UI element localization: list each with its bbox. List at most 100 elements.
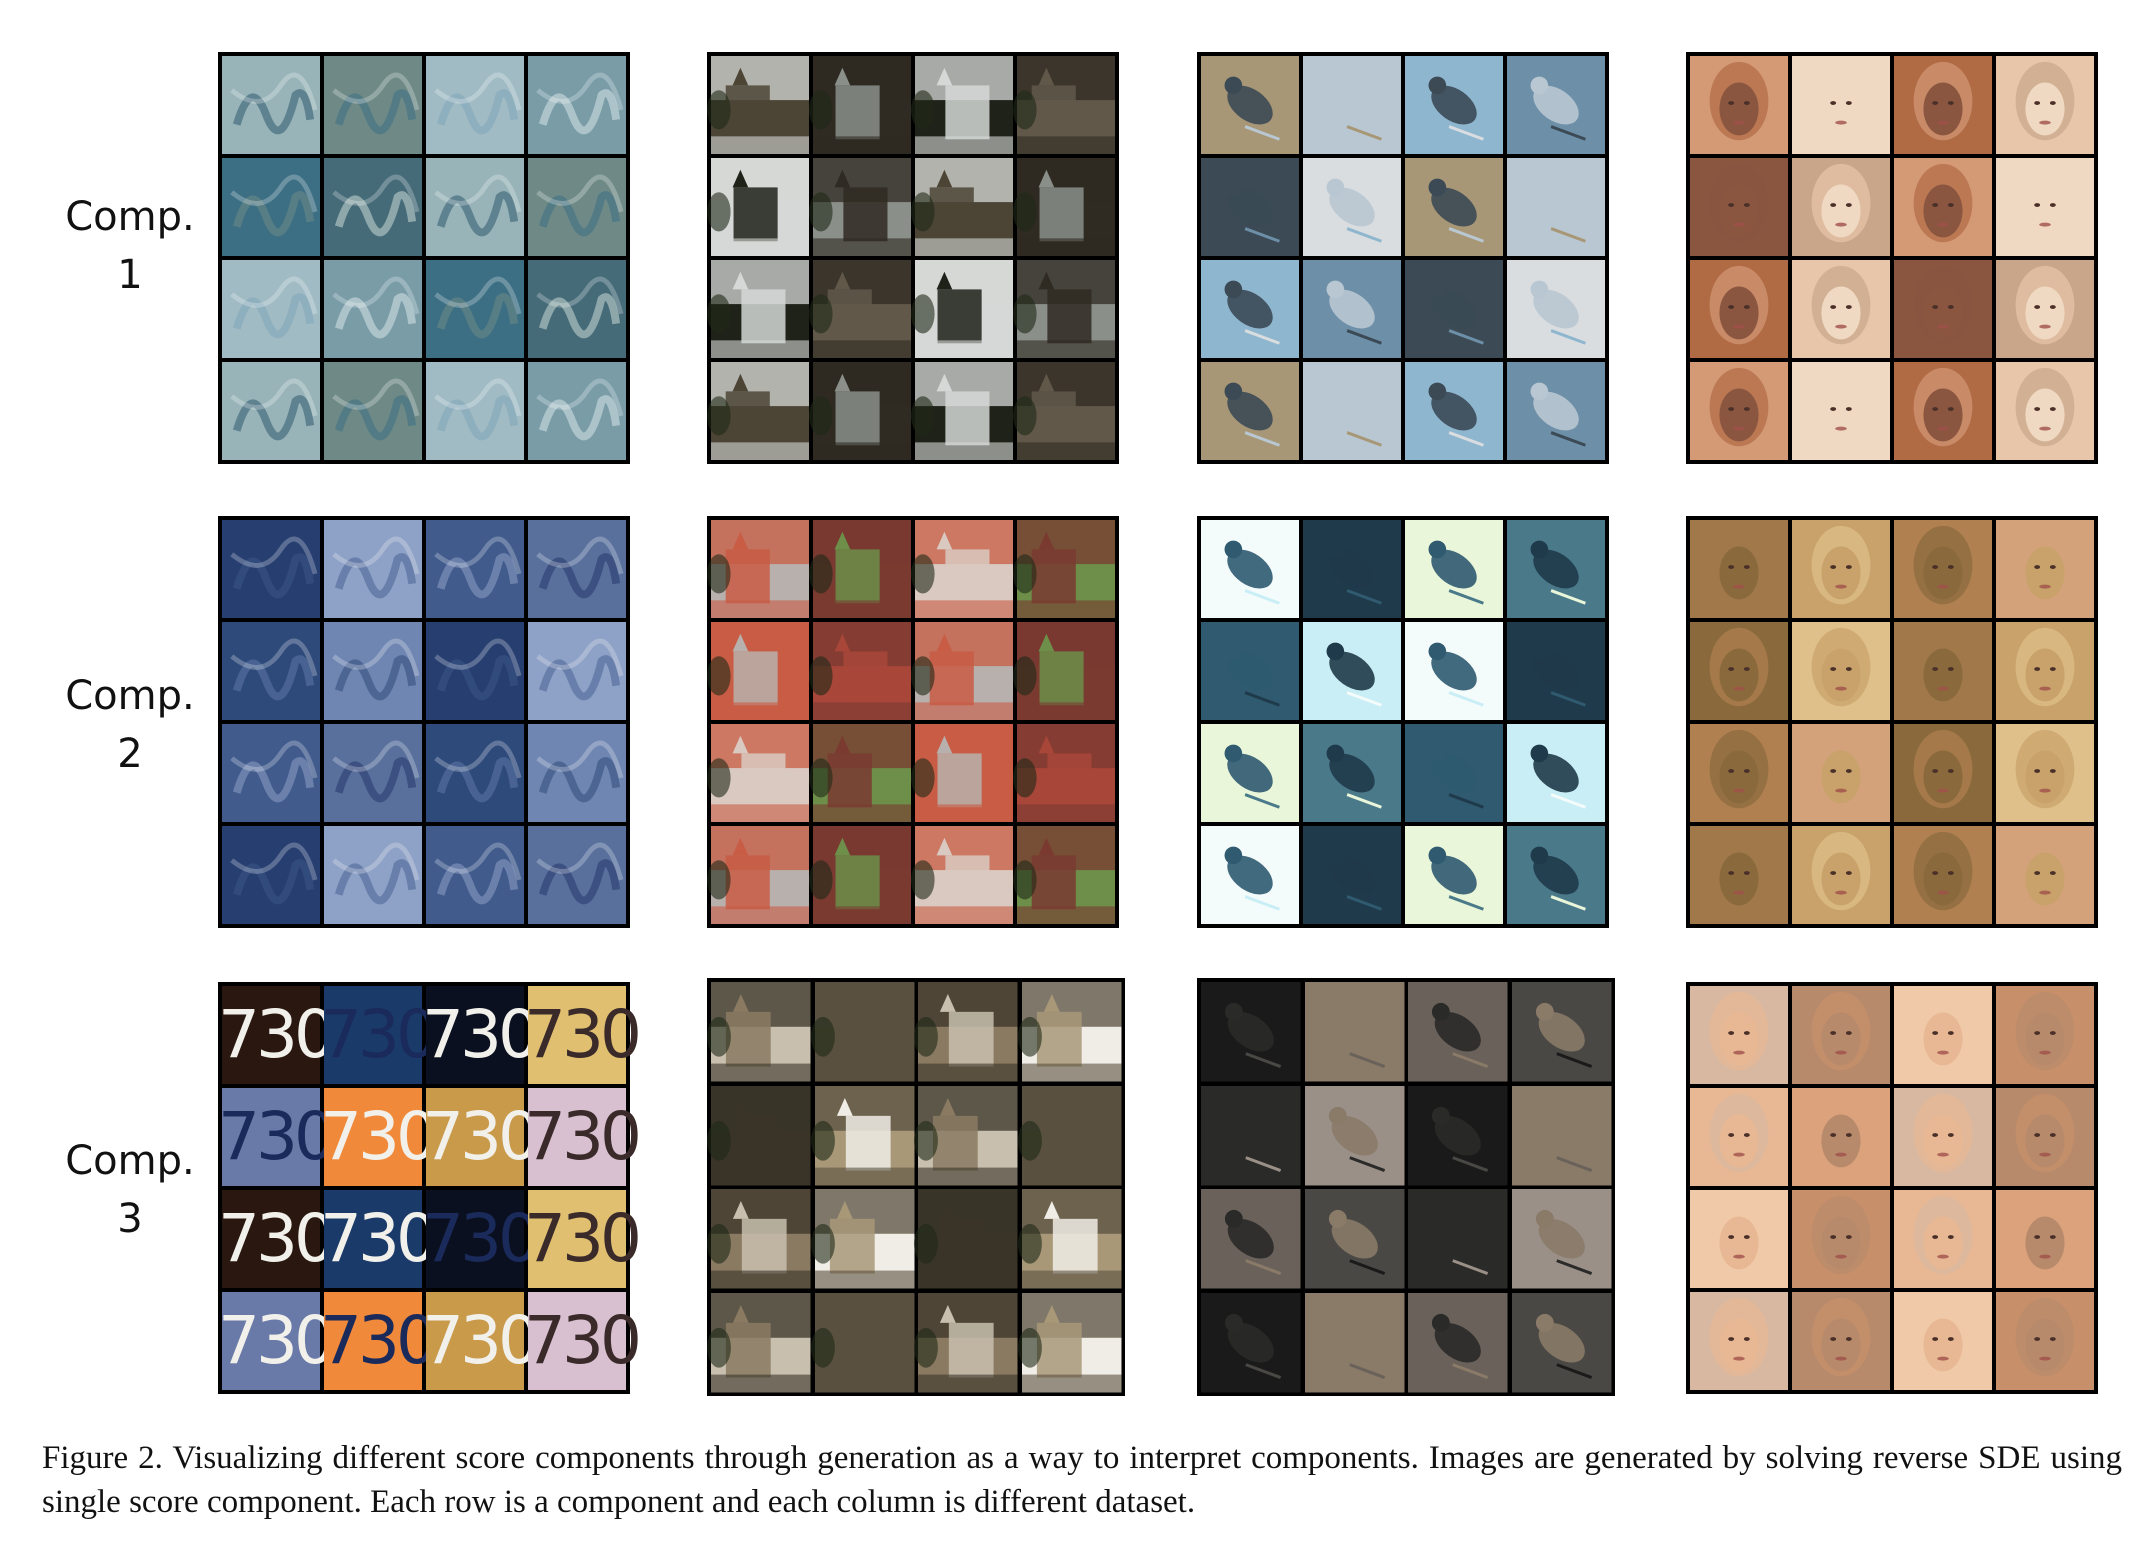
sample-tile	[1792, 986, 1890, 1084]
sample-tile	[1690, 362, 1788, 460]
sample-image	[1792, 56, 1890, 154]
sample-image	[426, 260, 524, 358]
sample-image	[1690, 1292, 1788, 1390]
sample-image	[1408, 1085, 1508, 1185]
sample-image	[1996, 158, 2094, 256]
sample-tile	[911, 56, 1013, 154]
sample-image	[1405, 622, 1503, 720]
sample-image	[1405, 826, 1503, 924]
sample-tile	[1690, 826, 1788, 924]
sample-tile	[1303, 826, 1401, 924]
sample-image	[426, 520, 524, 618]
sample-image	[1792, 260, 1890, 358]
sample-tile	[810, 1085, 914, 1185]
sample-grid-comp3-faces	[1686, 982, 2098, 1394]
digit-text: 730	[422, 1302, 540, 1379]
sample-tile	[222, 260, 320, 358]
sample-image	[1304, 982, 1404, 1082]
sample-tile	[1013, 826, 1115, 924]
sample-tile	[1304, 1292, 1404, 1392]
digit-text: 730	[524, 996, 642, 1073]
sample-tile	[1894, 56, 1992, 154]
sample-tile	[1792, 362, 1890, 460]
sample-tile	[1201, 1085, 1301, 1185]
sample-image	[809, 622, 911, 720]
sample-tile: 730	[422, 1088, 540, 1186]
sample-tile: 730	[320, 1088, 438, 1186]
sample-tile	[528, 362, 626, 460]
sample-tile	[707, 982, 811, 1082]
sample-tile	[1017, 1189, 1121, 1289]
sample-image	[1894, 724, 1992, 822]
sample-image	[1201, 362, 1299, 460]
sample-image	[1507, 622, 1605, 720]
sample-tile: 730	[320, 1190, 438, 1288]
sample-tile	[1690, 622, 1788, 720]
sample-image	[809, 56, 911, 154]
sample-tile	[1201, 622, 1299, 720]
sample-image	[1013, 520, 1115, 618]
sample-tile	[911, 622, 1013, 720]
sample-grid-comp1-svhn	[218, 52, 630, 464]
sample-image	[1017, 1085, 1121, 1185]
row-label-comp-1-line1: Comp.	[65, 194, 195, 240]
sample-grid-comp2-birds	[1197, 516, 1609, 928]
sample-image	[1894, 362, 1992, 460]
sample-image	[1507, 520, 1605, 618]
sample-image	[1792, 986, 1890, 1084]
sample-image	[1303, 362, 1401, 460]
sample-tile	[324, 362, 422, 460]
sample-image	[1894, 622, 1992, 720]
sample-image	[1408, 1189, 1508, 1289]
sample-image	[222, 826, 320, 924]
sample-image	[707, 1292, 811, 1392]
sample-tile	[1792, 260, 1890, 358]
sample-tile	[810, 982, 914, 1082]
sample-image	[1511, 1292, 1611, 1392]
sample-image	[707, 158, 809, 256]
sample-tile	[1013, 260, 1115, 358]
sample-image	[1792, 520, 1890, 618]
sample-image	[1303, 724, 1401, 822]
sample-tile	[1304, 1085, 1404, 1185]
sample-tile	[809, 56, 911, 154]
sample-tile	[1996, 986, 2094, 1084]
sample-tile	[1013, 158, 1115, 256]
sample-image	[1996, 1292, 2094, 1390]
sample-tile	[1996, 724, 2094, 822]
sample-image	[911, 56, 1013, 154]
sample-image	[1201, 56, 1299, 154]
sample-image	[1013, 158, 1115, 256]
sample-tile	[1690, 56, 1788, 154]
digit-text: 730	[422, 1098, 540, 1175]
sample-image	[1303, 260, 1401, 358]
sample-image	[809, 260, 911, 358]
sample-image	[426, 56, 524, 154]
sample-image	[810, 1189, 914, 1289]
sample-grid-comp3-birds	[1197, 978, 1615, 1396]
sample-tile	[1894, 826, 1992, 924]
sample-tile	[1690, 986, 1788, 1084]
sample-image	[222, 260, 320, 358]
sample-image	[707, 622, 809, 720]
sample-tile	[809, 158, 911, 256]
sample-tile	[1201, 826, 1299, 924]
sample-tile	[426, 260, 524, 358]
sample-image	[1690, 1088, 1788, 1186]
sample-tile	[1792, 1088, 1890, 1186]
sample-image	[528, 362, 626, 460]
sample-image	[1405, 56, 1503, 154]
sample-image	[1201, 1085, 1301, 1185]
sample-image	[324, 260, 422, 358]
sample-tile	[1792, 826, 1890, 924]
figure-caption: Figure 2. Visualizing different score co…	[42, 1440, 2122, 1520]
sample-tile	[911, 158, 1013, 256]
sample-tile	[528, 158, 626, 256]
sample-tile	[426, 826, 524, 924]
sample-tile: 730	[320, 1292, 438, 1390]
sample-image	[809, 158, 911, 256]
sample-tile	[1303, 622, 1401, 720]
sample-image	[1792, 158, 1890, 256]
sample-tile	[1017, 1292, 1121, 1392]
sample-image	[1996, 362, 2094, 460]
